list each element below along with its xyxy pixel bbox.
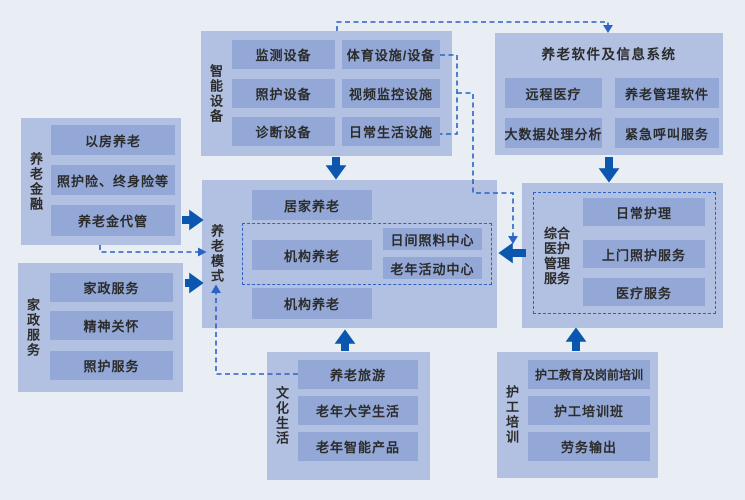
group-smart-devices: 智能设备 监测设备 照护设备 诊断设备 体育设施/设备 视频监控设施 日常生活设…: [201, 31, 452, 156]
dashed-arrowhead-medical-junction: [508, 236, 518, 244]
node-telemedicine: 远程医疗: [505, 78, 602, 108]
group-pension-finance: 养老金融 以房养老 照护险、终身险等 养老金代管: [21, 118, 181, 245]
node-emergency-call-service: 紧急呼叫服务: [615, 118, 719, 148]
group-caregiver-training-label: 护工培训: [504, 385, 519, 445]
group-housekeeping: 家政服务 家政服务 精神关怀 照护服务: [18, 263, 183, 392]
group-cultural-life-label: 文化生活: [274, 386, 289, 446]
integrated-medical-dashed-region: [533, 192, 716, 314]
group-cultural-life: 文化生活 养老旅游 老年大学生活 老年智能产品: [267, 352, 430, 480]
group-care-models-label: 养老模式: [209, 224, 224, 284]
node-big-data-analysis: 大数据处理分析: [505, 118, 602, 148]
dashed-finance-to-care-models: [99, 245, 198, 253]
node-care-life-insurance: 照护险、终身险等: [51, 165, 175, 195]
group-pension-finance-label: 养老金融: [28, 151, 43, 212]
node-caregiver-education: 护工教育及岗前培训: [528, 360, 650, 389]
node-senior-smart-products: 老年智能产品: [298, 432, 418, 461]
dashed-smart-devices-to-software: [336, 21, 609, 31]
group-integrated-medical-care: 综合医护管理服务 日常护理 上门照护服务 医疗服务: [522, 183, 723, 328]
node-daily-life-facilities: 日常生活设施: [342, 117, 440, 146]
group-housekeeping-label: 家政服务: [25, 297, 40, 358]
node-day-care-center: 日间照料中心: [383, 228, 482, 250]
node-housekeeping-service: 家政服务: [50, 273, 173, 302]
node-video-monitoring: 视频监控设施: [342, 79, 440, 108]
node-senior-activity-center: 老年活动中心: [383, 257, 482, 279]
node-senior-university-life: 老年大学生活: [298, 396, 418, 425]
care-models-dashed-region: [242, 223, 492, 285]
node-caregiver-training-class: 护工培训班: [528, 396, 650, 425]
node-care-management-software: 养老管理软件: [615, 78, 719, 108]
node-care-equipment: 照护设备: [232, 79, 335, 108]
dashed-arrowhead-software: [603, 25, 613, 33]
group-software-systems-title: 养老软件及信息系统: [541, 47, 677, 62]
node-daily-nursing: 日常护理: [583, 198, 705, 226]
node-sports-facilities: 体育设施/设备: [342, 40, 440, 69]
node-senior-tourism: 养老旅游: [298, 360, 418, 389]
node-care-service: 照护服务: [50, 351, 173, 380]
group-integrated-medical-care-label: 综合医护管理服务: [544, 226, 571, 286]
group-software-systems: 养老软件及信息系统 远程医疗 养老管理软件 大数据处理分析 紧急呼叫服务: [495, 33, 723, 155]
node-labor-export: 劳务输出: [528, 432, 650, 461]
node-spiritual-care: 精神关怀: [50, 311, 173, 340]
node-diagnosis-equipment: 诊断设备: [232, 117, 335, 146]
node-pension-custody: 养老金代管: [51, 205, 175, 236]
node-house-for-pension: 以房养老: [51, 125, 175, 155]
group-care-models: 养老模式 居家养老 机构养老 日间照料中心 老年活动中心 机构养老: [202, 180, 497, 328]
node-institution-care-2: 机构养老: [252, 288, 372, 319]
group-caregiver-training: 护工培训 护工教育及岗前培训 护工培训班 劳务输出: [497, 352, 658, 478]
node-institution-care-1: 机构养老: [252, 240, 372, 270]
node-home-care: 居家养老: [252, 190, 372, 220]
group-smart-devices-label: 智能设备: [208, 63, 223, 124]
node-monitoring-equipment: 监测设备: [232, 40, 335, 69]
node-medical-service: 医疗服务: [583, 278, 705, 306]
node-home-visit-care: 上门照护服务: [583, 240, 705, 268]
